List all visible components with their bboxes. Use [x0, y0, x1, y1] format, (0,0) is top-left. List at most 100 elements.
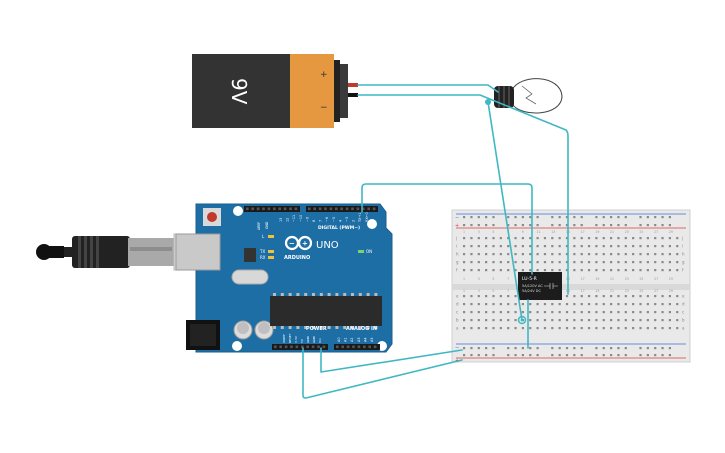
- breadboard-hole[interactable]: [624, 237, 627, 240]
- breadboard-hole[interactable]: [624, 319, 627, 322]
- wire-battery-positive-to-bulb[interactable]: [357, 84, 499, 93]
- breadboard-hole[interactable]: [551, 354, 554, 357]
- breadboard-hole[interactable]: [477, 303, 480, 306]
- breadboard-hole[interactable]: [646, 224, 649, 227]
- breadboard-hole[interactable]: [536, 245, 539, 248]
- breadboard-hole[interactable]: [529, 253, 532, 256]
- header-pin[interactable]: [295, 345, 299, 349]
- breadboard-hole[interactable]: [514, 216, 517, 219]
- header-pin[interactable]: [278, 207, 281, 211]
- breadboard-hole[interactable]: [595, 311, 598, 314]
- breadboard-hole[interactable]: [610, 269, 613, 272]
- breadboard-hole[interactable]: [661, 295, 664, 298]
- breadboard-hole[interactable]: [661, 354, 664, 357]
- breadboard-hole[interactable]: [602, 327, 605, 330]
- breadboard-hole[interactable]: [632, 295, 635, 298]
- breadboard-hole[interactable]: [463, 237, 466, 240]
- breadboard-hole[interactable]: [551, 269, 554, 272]
- breadboard-hole[interactable]: [617, 319, 620, 322]
- breadboard-hole[interactable]: [536, 269, 539, 272]
- breadboard-hole[interactable]: [639, 216, 642, 219]
- breadboard-hole[interactable]: [646, 261, 649, 264]
- breadboard-hole[interactable]: [485, 303, 488, 306]
- breadboard-hole[interactable]: [565, 347, 569, 350]
- breadboard-hole[interactable]: [654, 327, 657, 330]
- header-pin[interactable]: [283, 207, 287, 211]
- breadboard-hole[interactable]: [654, 261, 657, 264]
- breadboard-hole[interactable]: [507, 327, 510, 330]
- usb-cable[interactable]: [36, 233, 199, 271]
- breadboard-hole[interactable]: [610, 303, 613, 306]
- breadboard-hole[interactable]: [485, 216, 488, 219]
- breadboard-hole[interactable]: [676, 319, 679, 322]
- breadboard-hole[interactable]: [595, 354, 598, 357]
- breadboard-hole[interactable]: [499, 311, 502, 314]
- breadboard-hole[interactable]: [477, 224, 480, 227]
- breadboard-hole[interactable]: [654, 245, 657, 248]
- breadboard-hole[interactable]: [477, 245, 480, 248]
- breadboard-hole[interactable]: [558, 216, 561, 219]
- breadboard-hole[interactable]: [632, 311, 635, 314]
- breadboard-hole[interactable]: [676, 253, 679, 256]
- breadboard-hole[interactable]: [514, 253, 517, 256]
- breadboard-hole[interactable]: [668, 327, 671, 330]
- breadboard-hole[interactable]: [646, 237, 649, 240]
- breadboard-hole[interactable]: [529, 354, 532, 357]
- breadboard-hole[interactable]: [646, 295, 649, 298]
- breadboard-hole[interactable]: [587, 311, 591, 314]
- breadboard-hole[interactable]: [646, 269, 649, 272]
- breadboard-hole[interactable]: [602, 261, 605, 264]
- breadboard-hole[interactable]: [470, 319, 473, 322]
- breadboard-hole[interactable]: [543, 303, 547, 306]
- breadboard-hole[interactable]: [661, 216, 664, 219]
- header-pin[interactable]: [301, 345, 304, 349]
- breadboard-hole[interactable]: [529, 237, 532, 240]
- battery-9v[interactable]: 9V + −: [192, 54, 358, 128]
- breadboard-hole[interactable]: [587, 245, 591, 248]
- breadboard-hole[interactable]: [624, 347, 627, 350]
- breadboard-hole[interactable]: [639, 303, 642, 306]
- breadboard-hole[interactable]: [573, 237, 576, 240]
- breadboard-hole[interactable]: [617, 253, 620, 256]
- breadboard-hole[interactable]: [485, 224, 488, 227]
- breadboard-hole[interactable]: [499, 245, 502, 248]
- breadboard-hole[interactable]: [492, 319, 495, 322]
- breadboard-hole[interactable]: [470, 269, 473, 272]
- breadboard-hole[interactable]: [580, 253, 583, 256]
- breadboard-hole[interactable]: [485, 295, 488, 298]
- breadboard-hole[interactable]: [477, 295, 480, 298]
- wire-5v-to-breadboard[interactable]: [302, 347, 463, 399]
- breadboard-hole[interactable]: [639, 354, 642, 357]
- breadboard-hole[interactable]: [536, 253, 539, 256]
- breadboard-hole[interactable]: [610, 237, 613, 240]
- header-pin[interactable]: [351, 207, 354, 211]
- breadboard-hole[interactable]: [624, 295, 627, 298]
- breadboard-hole[interactable]: [477, 311, 480, 314]
- breadboard-hole[interactable]: [639, 347, 642, 350]
- breadboard-hole[interactable]: [617, 311, 620, 314]
- breadboard-hole[interactable]: [639, 311, 642, 314]
- breadboard-hole[interactable]: [492, 347, 495, 350]
- breadboard-hole[interactable]: [536, 224, 539, 227]
- breadboard-hole[interactable]: [565, 327, 569, 330]
- breadboard-hole[interactable]: [646, 303, 649, 306]
- breadboard-hole[interactable]: [536, 311, 539, 314]
- breadboard-hole[interactable]: [639, 224, 642, 227]
- breadboard-hole[interactable]: [573, 327, 576, 330]
- breadboard-hole[interactable]: [632, 253, 635, 256]
- breadboard-hole[interactable]: [573, 303, 576, 306]
- breadboard-hole[interactable]: [521, 354, 524, 357]
- breadboard-hole[interactable]: [661, 327, 664, 330]
- breadboard-hole[interactable]: [485, 237, 488, 240]
- breadboard-hole[interactable]: [602, 269, 605, 272]
- breadboard-hole[interactable]: [610, 216, 613, 219]
- breadboard-hole[interactable]: [507, 319, 510, 322]
- breadboard-hole[interactable]: [558, 245, 561, 248]
- breadboard-hole[interactable]: [639, 269, 642, 272]
- breadboard-hole[interactable]: [514, 354, 517, 357]
- breadboard-hole[interactable]: [565, 311, 569, 314]
- breadboard-hole[interactable]: [617, 347, 620, 350]
- wire-digital-pin-to-relay[interactable]: [361, 183, 533, 275]
